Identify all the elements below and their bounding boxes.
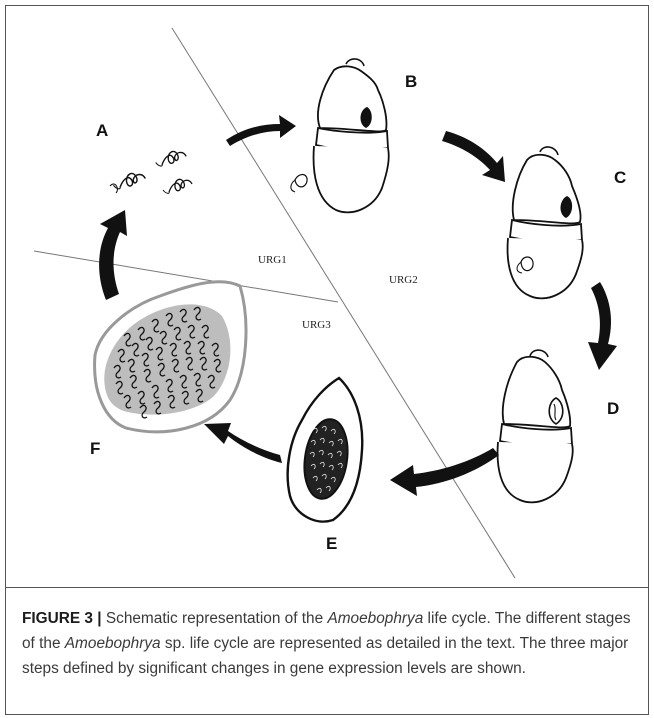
arrow-e-to-f bbox=[204, 423, 282, 463]
arrow-f-to-a bbox=[99, 210, 127, 300]
region-label-urg1: URG1 bbox=[258, 254, 287, 266]
caption-organism-1: Amoebophrya bbox=[327, 610, 423, 627]
stage-label-c: C bbox=[614, 168, 626, 187]
stage-label-a: A bbox=[96, 121, 108, 140]
region-label-urg2: URG2 bbox=[389, 274, 418, 286]
stage-f-vermiform bbox=[95, 282, 246, 432]
stage-label-e: E bbox=[326, 534, 337, 553]
stage-b-infected-host bbox=[291, 59, 389, 212]
stage-label-b: B bbox=[405, 72, 417, 91]
stage-label-d: D bbox=[607, 399, 619, 418]
caption-text-1: Schematic representation of the bbox=[102, 610, 328, 627]
stage-e-mature-trophont bbox=[288, 378, 363, 522]
stage-a-dinospores bbox=[110, 151, 192, 193]
arrow-b-to-c bbox=[442, 131, 505, 182]
region-dividers bbox=[34, 28, 515, 578]
stage-c-trophont bbox=[508, 147, 583, 298]
stage-label-f: F bbox=[90, 439, 100, 458]
region-label-urg3: URG3 bbox=[302, 319, 331, 331]
arrow-c-to-d bbox=[588, 282, 617, 370]
arrow-d-to-e bbox=[390, 448, 499, 496]
caption-divider bbox=[5, 587, 649, 588]
life-cycle-diagram: URG1 URG2 URG3 bbox=[0, 0, 654, 590]
figure-caption: FIGURE 3 | Schematic representation of t… bbox=[22, 606, 636, 681]
stage-d-growing-trophont bbox=[498, 350, 573, 502]
caption-organism-2: Amoebophrya bbox=[65, 635, 161, 652]
figure-label: FIGURE 3 bbox=[22, 610, 93, 627]
